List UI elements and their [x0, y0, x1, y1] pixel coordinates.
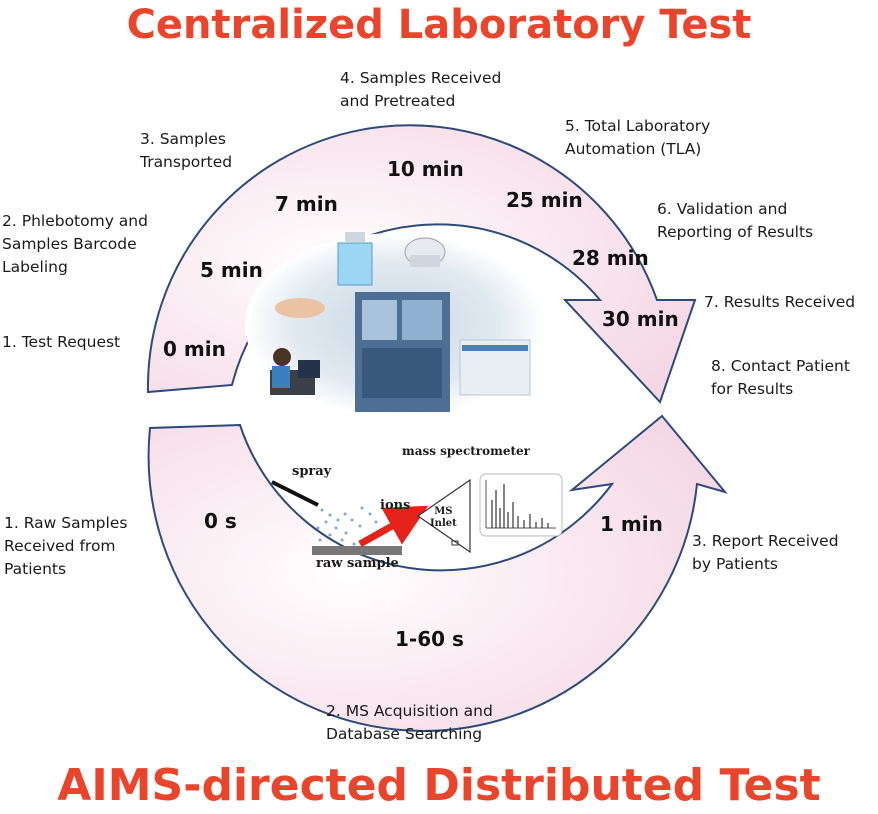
spray-droplets — [316, 506, 378, 546]
distributed-step-3: 3. Report Received by Patients — [692, 532, 839, 573]
distributed-cycle-arrow — [147, 414, 728, 732]
distributed-time-0: 0 s — [204, 509, 237, 533]
raw-sample-label: raw sample — [316, 556, 399, 571]
central-time-3: 10 min — [387, 157, 464, 181]
central-step-3: 3. Samples Transported — [140, 130, 233, 171]
central-step-8: 8. Contact Patient for Results — [711, 357, 850, 398]
ms-inlet-cone — [416, 478, 471, 554]
central-step-7: 7. Results Received — [704, 293, 856, 311]
mass-spectrum-thumbnail — [479, 473, 563, 537]
central-time-2: 7 min — [275, 192, 338, 216]
central-step-1: 1. Test Request — [2, 333, 121, 351]
central-time-5: 28 min — [572, 246, 649, 270]
raw-sample-plate — [312, 546, 402, 555]
distributed-step-1: 1. Raw Samples Received from Patients — [4, 514, 128, 578]
central-step-5: 5. Total Laboratory Automation (TLA) — [565, 117, 711, 158]
spray-needle — [271, 480, 319, 507]
central-step-6: 6. Validation and Reporting of Results — [657, 200, 814, 241]
central-time-1: 5 min — [200, 258, 263, 282]
distributed-step-2: 2. MS Acquisition and Database Searching — [326, 702, 493, 743]
laboratory-photo — [245, 232, 545, 417]
central-time-4: 25 min — [506, 188, 583, 212]
title-distributed: AIMS-directed Distributed Test — [57, 760, 821, 811]
central-step-2: 2. Phlebotomy and Samples Barcode Labeli… — [2, 212, 148, 276]
central-time-6: 30 min — [602, 307, 679, 331]
distributed-time-1: 1-60 s — [395, 627, 464, 651]
ms-inlet-label: MS Inlet — [430, 506, 457, 529]
ion-arrow — [358, 505, 429, 548]
central-time-0: 0 min — [163, 337, 226, 361]
title-centralized: Centralized Laboratory Test — [126, 2, 752, 48]
ions-label: ions — [380, 498, 411, 513]
mass-spectrometer-label: mass spectrometer — [402, 444, 530, 458]
central-step-4: 4. Samples Received and Pretreated — [340, 69, 502, 110]
distributed-time-2: 1 min — [600, 512, 663, 536]
spray-label: spray — [292, 464, 332, 479]
